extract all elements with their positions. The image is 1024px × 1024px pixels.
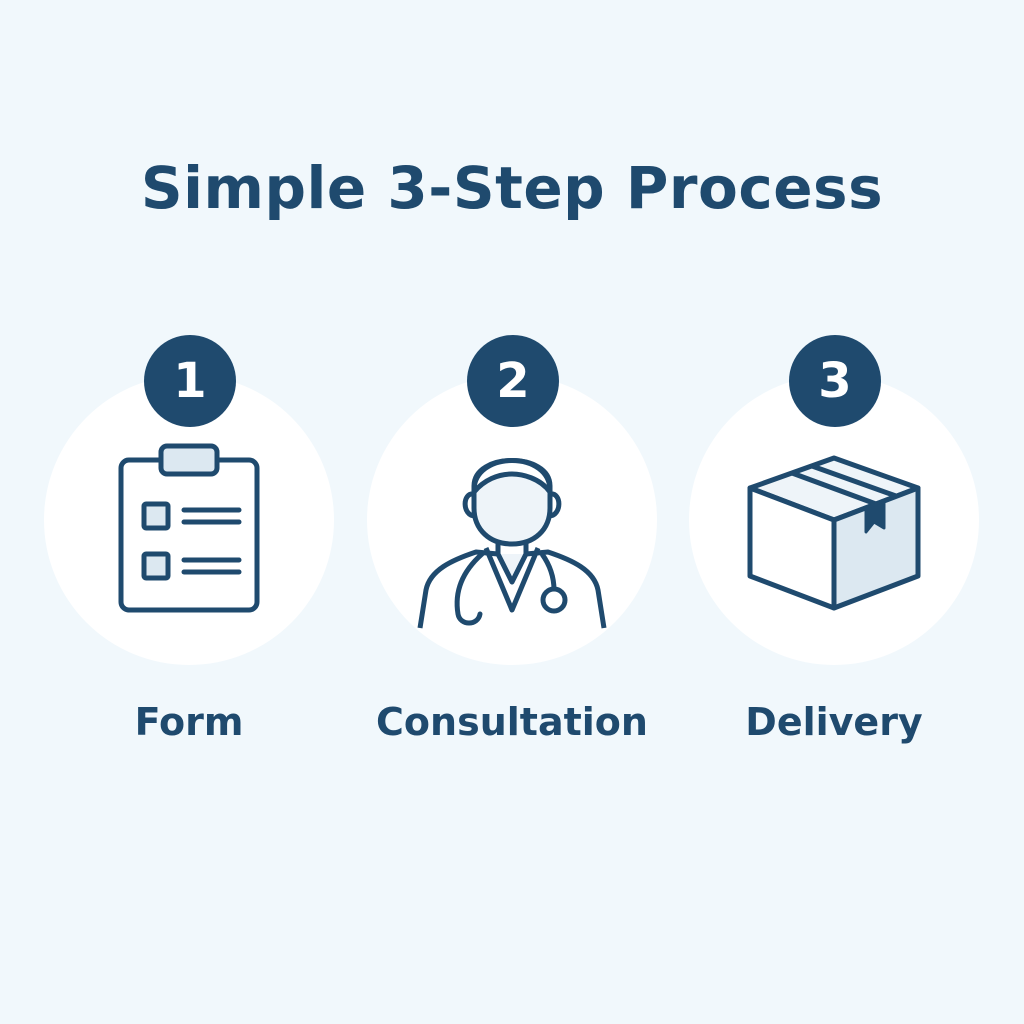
page-title: Simple 3-Step Process xyxy=(140,154,884,222)
step-number-badge: 1 xyxy=(144,335,236,427)
step-delivery: 3 Delivery xyxy=(689,335,979,755)
step-label: Consultation xyxy=(376,700,648,744)
package-box-icon xyxy=(747,455,921,611)
step-label: Form xyxy=(134,700,244,744)
step-number-badge: 2 xyxy=(467,335,559,427)
step-form: 1 Form xyxy=(44,335,334,755)
step-consultation: 2 Consultation xyxy=(367,335,657,755)
clipboard-icon xyxy=(118,443,260,613)
doctor-icon xyxy=(417,458,607,629)
step-label: Delivery xyxy=(745,700,923,744)
step-number-badge: 3 xyxy=(789,335,881,427)
